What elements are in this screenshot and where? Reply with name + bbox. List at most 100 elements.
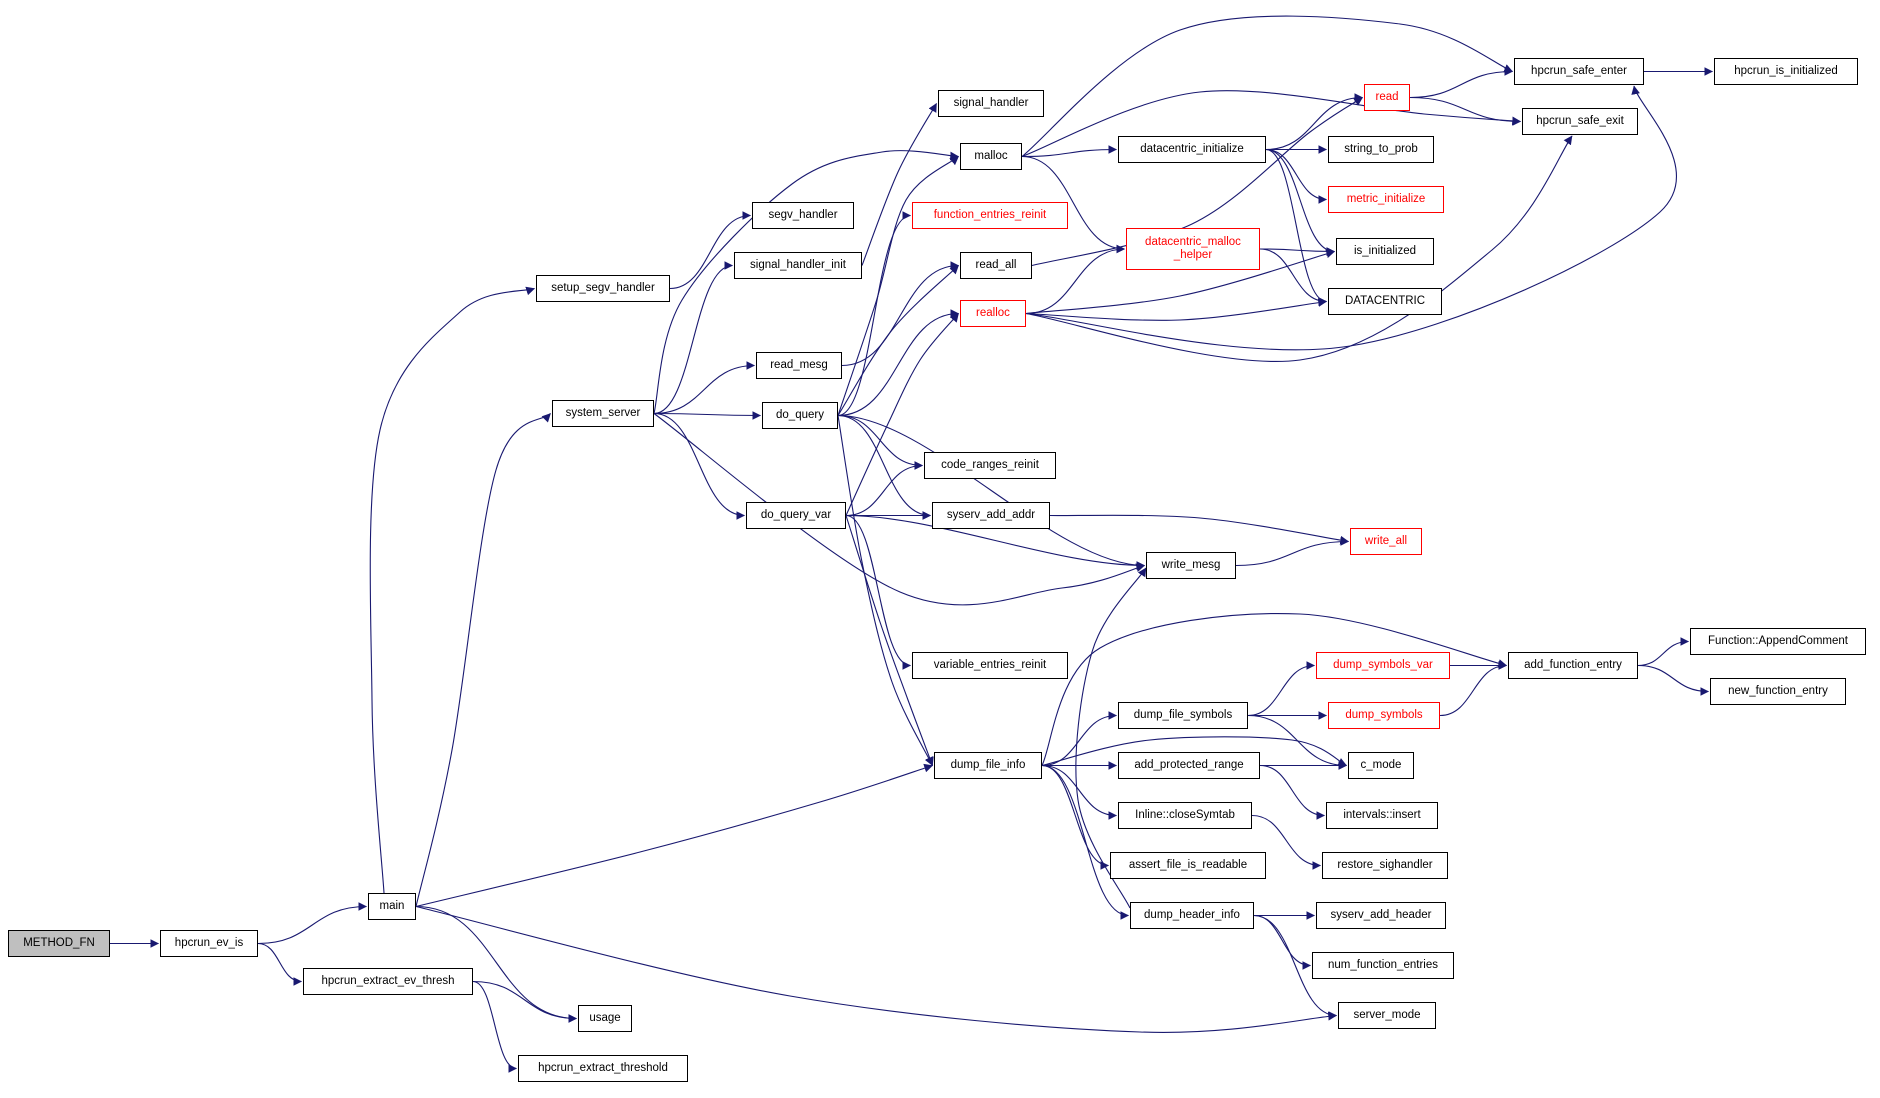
node-Function-AppendComment[interactable]: Function::AppendComment <box>1690 628 1866 655</box>
edge-write_mesg-to-write_all <box>1235 537 1350 567</box>
edge-hpcrun_extract_ev_thresh-to-hpcrun_extract_threshold <box>472 980 518 1073</box>
edge-realloc-to-hpcrun_safe_exit <box>1025 135 1573 362</box>
edge-main-to-dump_file_info <box>415 763 934 908</box>
edge-Inline-closeSymtab-to-restore_sighandler <box>1251 814 1322 870</box>
edge-malloc-to-datacentric_initialize <box>1021 145 1118 158</box>
node-assert_file_is_readable[interactable]: assert_file_is_readable <box>1110 852 1266 879</box>
edge-read-to-hpcrun_safe_exit <box>1409 96 1522 126</box>
node-system_server[interactable]: system_server <box>552 400 654 427</box>
edge-dump_symbols-to-add_function_entry <box>1439 661 1508 717</box>
edge-datacentric_initialize-to-DATACENTRIC <box>1265 148 1328 306</box>
edge-system_server-to-signal_handler_init <box>653 261 734 415</box>
node-dump_header_info[interactable]: dump_header_info <box>1130 902 1254 929</box>
node-usage[interactable]: usage <box>578 1005 632 1032</box>
node-setup_segv_handler[interactable]: setup_segv_handler <box>536 275 670 302</box>
edge-datacentric_malloc_helper-to-DATACENTRIC <box>1259 248 1328 306</box>
edge-dump_file_info-to-Inline-closeSymtab <box>1041 764 1118 820</box>
edge-realloc-to-DATACENTRIC <box>1025 298 1328 321</box>
node-hpcrun_is_initialized[interactable]: hpcrun_is_initialized <box>1714 58 1858 85</box>
node-dump_symbols_var[interactable]: dump_symbols_var <box>1316 652 1450 679</box>
node-dump_symbols[interactable]: dump_symbols <box>1328 702 1440 729</box>
node-read[interactable]: read <box>1364 84 1410 111</box>
node-function_entries_reinit[interactable]: function_entries_reinit <box>912 202 1068 229</box>
edge-system_server-to-do_query_var <box>653 412 746 520</box>
edge-do_query-to-syserv_add_addr <box>837 414 932 520</box>
edge-do_query-to-realloc <box>837 309 960 417</box>
edge-datacentric_initialize-to-metric_initialize <box>1265 148 1328 204</box>
node-datacentric_malloc_helper[interactable]: datacentric_malloc _helper <box>1126 228 1260 270</box>
node-hpcrun_extract_threshold[interactable]: hpcrun_extract_threshold <box>518 1055 688 1082</box>
edge-dump_file_info-to-assert_file_is_readable <box>1041 764 1110 870</box>
node-segv_handler[interactable]: segv_handler <box>752 202 854 229</box>
node-dump_file_info[interactable]: dump_file_info <box>934 752 1042 779</box>
node-syserv_add_addr[interactable]: syserv_add_addr <box>932 502 1050 529</box>
node-hpcrun_ev_is[interactable]: hpcrun_ev_is <box>160 930 258 957</box>
edge-dump_file_symbols-to-dump_symbols_var <box>1247 661 1316 717</box>
node-hpcrun_safe_exit[interactable]: hpcrun_safe_exit <box>1522 108 1638 135</box>
edge-main-to-system_server <box>415 413 551 907</box>
node-num_function_entries[interactable]: num_function_entries <box>1312 952 1454 979</box>
edge-setup_segv_handler-to-segv_handler <box>669 211 752 290</box>
node-read_mesg[interactable]: read_mesg <box>756 352 842 379</box>
edge-do_query-to-dump_file_info <box>837 415 933 766</box>
edge-do_query-to-write_mesg <box>837 414 1146 570</box>
edge-dump_file_info-to-dump_header_info <box>1041 764 1130 920</box>
edge-read-to-hpcrun_safe_enter <box>1409 67 1514 99</box>
edge-hpcrun_ev_is-to-hpcrun_extract_ev_thresh <box>257 942 303 986</box>
edge-malloc-to-hpcrun_safe_enter <box>1021 15 1514 157</box>
edge-datacentric_malloc_helper-to-is_initialized <box>1259 247 1336 256</box>
edge-dump_header_info-to-num_function_entries <box>1253 914 1312 970</box>
edge-malloc-to-hpcrun_safe_exit <box>1021 90 1522 158</box>
node-syserv_add_header[interactable]: syserv_add_header <box>1316 902 1446 929</box>
node-code_ranges_reinit[interactable]: code_ranges_reinit <box>924 452 1056 479</box>
node-write_all[interactable]: write_all <box>1350 528 1422 555</box>
node-write_mesg[interactable]: write_mesg <box>1146 552 1236 579</box>
edge-do_query_var-to-code_ranges_reinit <box>845 461 924 517</box>
node-metric_initialize[interactable]: metric_initialize <box>1328 186 1444 213</box>
edge-dump_header_info-to-write_mesg <box>1075 567 1147 909</box>
edge-malloc-to-datacentric_malloc_helper <box>1021 155 1126 254</box>
edge-do_query-to-read_all <box>837 265 959 416</box>
edge-system_server-to-write_mesg <box>653 413 1146 606</box>
edge-system_server-to-read_mesg <box>653 361 756 415</box>
node-add_protected_range[interactable]: add_protected_range <box>1118 752 1260 779</box>
edge-signal_handler_init-to-signal_handler <box>861 103 937 266</box>
node-do_query[interactable]: do_query <box>762 402 838 429</box>
node-hpcrun_extract_ev_thresh[interactable]: hpcrun_extract_ev_thresh <box>303 968 473 995</box>
node-server_mode[interactable]: server_mode <box>1338 1002 1436 1029</box>
edge-do_query_var-to-variable_entries_reinit <box>845 514 912 670</box>
edge-main-to-usage <box>415 905 578 1023</box>
edge-realloc-to-datacentric_malloc_helper <box>1025 244 1126 315</box>
node-is_initialized[interactable]: is_initialized <box>1336 238 1434 265</box>
node-c_mode[interactable]: c_mode <box>1348 752 1414 779</box>
edge-hpcrun_ev_is-to-main <box>257 902 368 945</box>
node-new_function_entry[interactable]: new_function_entry <box>1710 678 1846 705</box>
node-do_query_var[interactable]: do_query_var <box>746 502 846 529</box>
node-realloc[interactable]: realloc <box>960 300 1026 327</box>
node-dump_file_symbols[interactable]: dump_file_symbols <box>1118 702 1248 729</box>
edge-datacentric_initialize-to-is_initialized <box>1265 148 1336 256</box>
node-signal_handler_init[interactable]: signal_handler_init <box>734 252 862 279</box>
node-variable_entries_reinit[interactable]: variable_entries_reinit <box>912 652 1068 679</box>
node-hpcrun_safe_enter[interactable]: hpcrun_safe_enter <box>1514 58 1644 85</box>
node-main[interactable]: main <box>368 893 416 920</box>
edge-main-to-setup_segv_handler <box>369 286 536 894</box>
edge-add_protected_range-to-intervals-insert <box>1259 764 1326 820</box>
node-read_all[interactable]: read_all <box>960 252 1032 279</box>
edge-do_query-to-malloc <box>837 156 959 416</box>
node-intervals-insert[interactable]: intervals::insert <box>1326 802 1438 829</box>
node-datacentric_initialize[interactable]: datacentric_initialize <box>1118 136 1266 163</box>
node-string_to_prob[interactable]: string_to_prob <box>1328 136 1434 163</box>
edge-add_function_entry-to-Function-AppendComment <box>1637 637 1690 667</box>
edge-hpcrun_extract_ev_thresh-to-usage <box>472 980 578 1023</box>
node-restore_sighandler[interactable]: restore_sighandler <box>1322 852 1448 879</box>
node-signal_handler[interactable]: signal_handler <box>938 90 1044 117</box>
node-malloc[interactable]: malloc <box>960 143 1022 170</box>
node-DATACENTRIC[interactable]: DATACENTRIC <box>1328 288 1442 315</box>
edge-dump_header_info-to-server_mode <box>1253 914 1338 1020</box>
node-add_function_entry[interactable]: add_function_entry <box>1508 652 1638 679</box>
edge-dump_file_symbols-to-c_mode <box>1247 714 1348 770</box>
node-Inline-closeSymtab[interactable]: Inline::closeSymtab <box>1118 802 1252 829</box>
edge-do_query_var-to-dump_file_info <box>845 515 934 767</box>
